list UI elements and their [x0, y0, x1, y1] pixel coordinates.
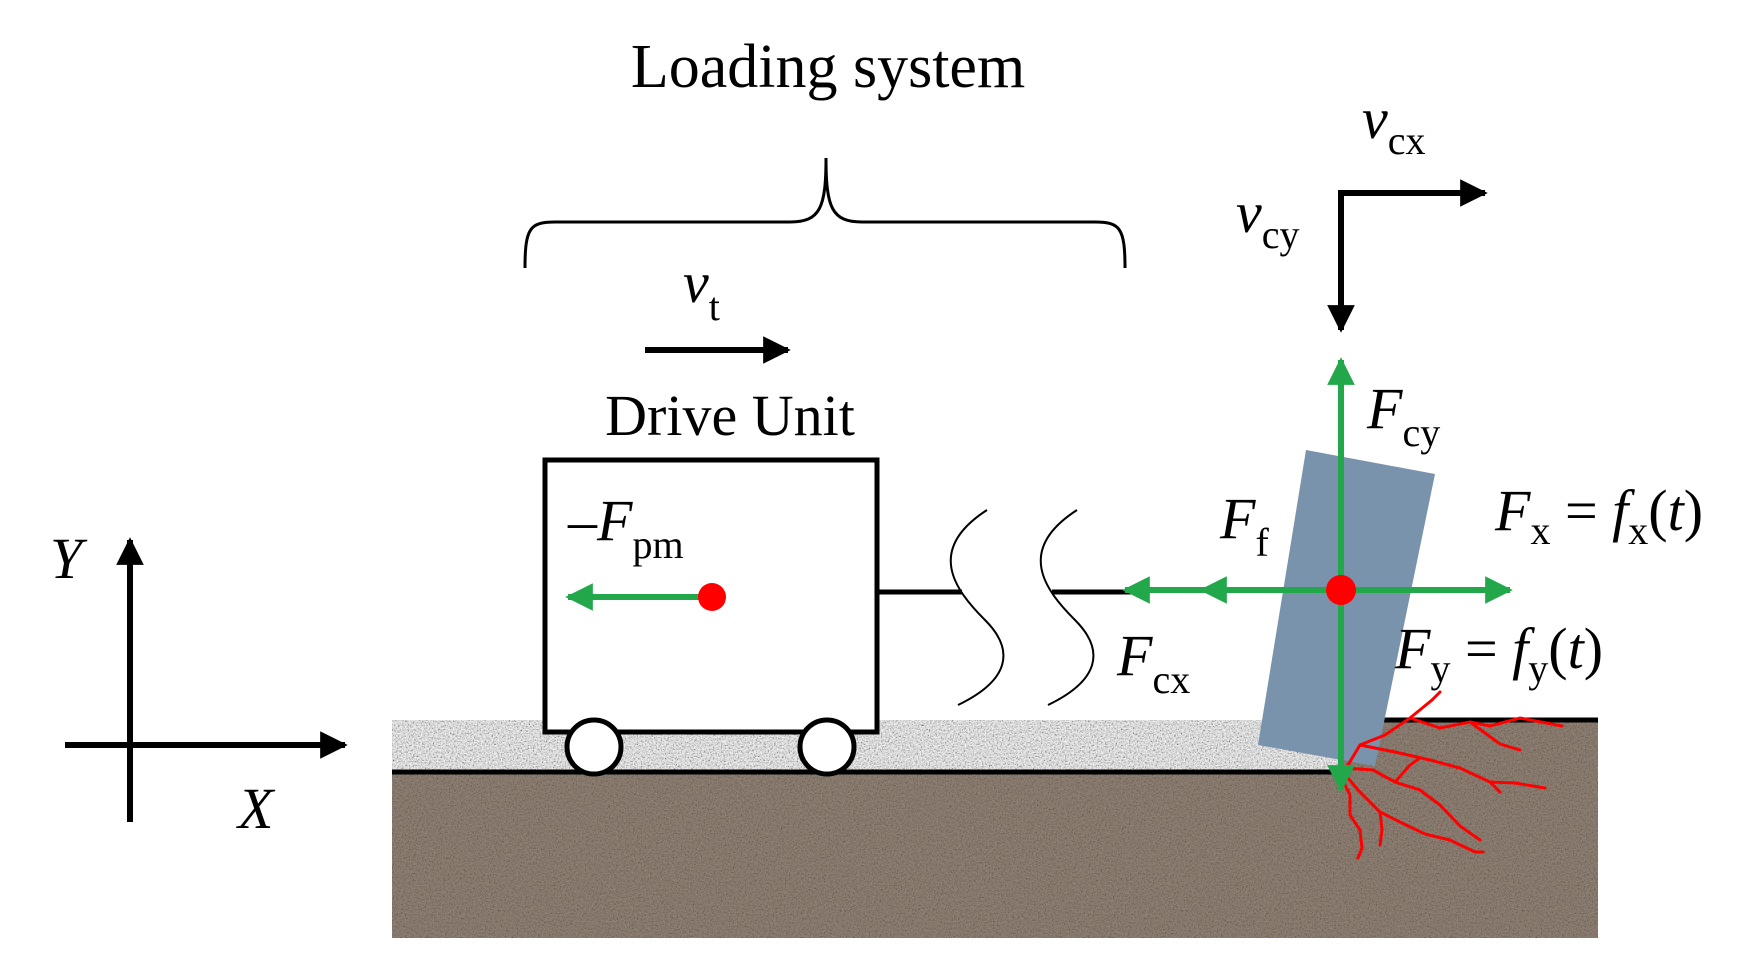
axis-y-label: Y: [50, 526, 88, 591]
loading-system-brace: [523, 157, 1127, 269]
break-mark-left: [949, 509, 1005, 706]
wheel-right: [797, 717, 857, 777]
force-fy-label: Fy = fy(t): [1394, 616, 1603, 691]
force-fpm-label: –Fpm: [567, 488, 684, 567]
plate-body: [1258, 450, 1435, 766]
plate-load-point: [1326, 575, 1356, 605]
wheel-left: [564, 717, 624, 777]
force-ff-label: Ff: [1219, 486, 1269, 565]
drive-unit-label: Drive Unit: [605, 383, 855, 448]
force-fx-label: Fx = fx(t): [1494, 478, 1703, 553]
force-fcx-label: Fcx: [1116, 623, 1190, 702]
velocity-vcx-label: vcx: [1362, 86, 1426, 163]
break-mark-right: [1039, 509, 1095, 706]
root-system: [1338, 690, 1564, 860]
force-fcy-label: Fcy: [1366, 376, 1440, 455]
velocity-vt-label: vt: [683, 250, 720, 329]
diagram-title: Loading system: [631, 33, 1025, 101]
velocity-vcy-label: vcy: [1236, 180, 1300, 257]
soil-ground: [392, 717, 1598, 938]
drive-unit-mass-point: [698, 583, 726, 611]
axis-x-label: X: [236, 776, 276, 841]
